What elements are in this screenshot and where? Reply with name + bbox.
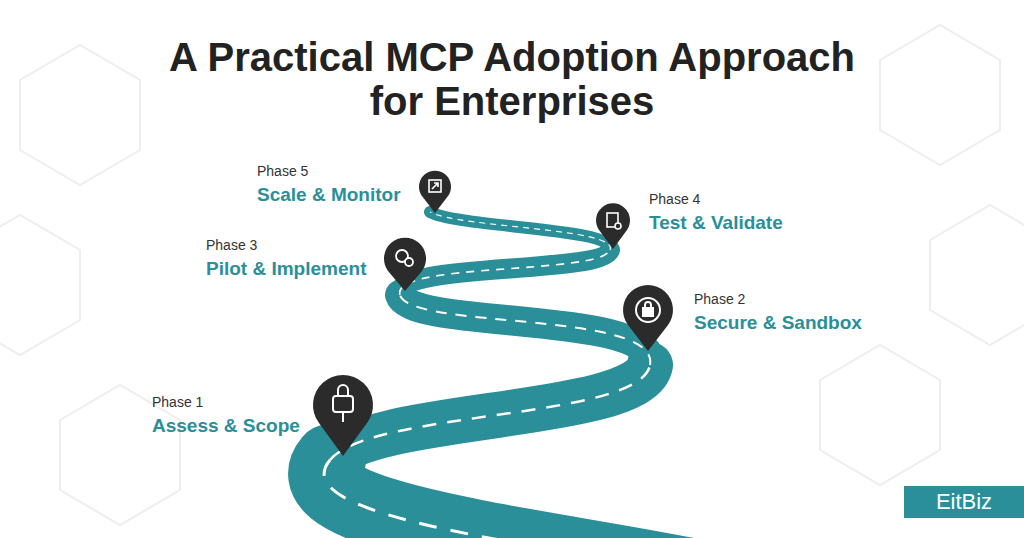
icon-shape — [643, 308, 653, 316]
road-dashes — [324, 212, 720, 538]
icon-shape — [342, 412, 344, 422]
road-segment — [430, 212, 610, 250]
hexagon-pattern — [0, 25, 1024, 525]
lane-marking — [400, 250, 610, 295]
map-pin — [596, 203, 630, 249]
hexagon — [0, 215, 80, 355]
map-pin — [623, 285, 673, 351]
map-pin — [313, 375, 373, 456]
hexagon — [20, 45, 140, 185]
icon-shape — [429, 180, 441, 192]
map-pins — [313, 171, 673, 456]
icon-shape — [338, 385, 348, 396]
phase-number: Phase 3 — [206, 237, 366, 253]
icon-shape — [333, 396, 353, 412]
phase-marker: Phase 5 Scale & Monitor — [257, 163, 401, 206]
map-pin — [419, 171, 451, 213]
pin-icon — [333, 385, 353, 422]
phase-title: Assess & Scope — [152, 415, 300, 437]
lane-marking — [400, 295, 650, 365]
lane-marking — [430, 212, 610, 250]
road — [324, 212, 720, 538]
icon-shape — [615, 223, 621, 229]
lane-marking — [324, 460, 720, 538]
lane-marking — [330, 365, 650, 460]
icon-shape — [405, 258, 413, 266]
icon-shape — [432, 183, 438, 189]
road-segment — [400, 295, 650, 365]
pin-icon — [396, 250, 413, 266]
hexagon — [930, 205, 1024, 345]
brand-badge: EitBiz — [904, 486, 1024, 518]
phase-number: Phase 1 — [152, 394, 300, 410]
road-segment — [330, 365, 650, 460]
icon-shape — [645, 302, 651, 308]
brand-name: EitBiz — [936, 489, 992, 515]
map-pin — [384, 238, 426, 291]
road-segment — [324, 460, 720, 538]
phase-marker: Phase 4 Test & Validate — [649, 191, 783, 234]
phase-marker: Phase 2 Secure & Sandbox — [694, 291, 862, 334]
pin-icon — [429, 180, 441, 192]
hexagon — [820, 345, 940, 485]
road-segment — [400, 250, 610, 295]
phase-marker: Phase 3 Pilot & Implement — [206, 237, 366, 280]
phase-title: Test & Validate — [649, 212, 783, 234]
phase-number: Phase 5 — [257, 163, 401, 179]
pin-icon — [636, 298, 660, 322]
phase-title: Scale & Monitor — [257, 184, 401, 206]
phase-title: Pilot & Implement — [206, 258, 366, 280]
phase-marker: Phase 1 Assess & Scope — [152, 394, 300, 437]
icon-shape — [636, 298, 660, 322]
phase-title: Secure & Sandbox — [694, 312, 862, 334]
phase-number: Phase 2 — [694, 291, 862, 307]
pin-icon — [607, 213, 621, 229]
hexagon — [880, 25, 1000, 165]
diagram-title: A Practical MCP Adoption Approach for En… — [152, 35, 872, 123]
phase-number: Phase 4 — [649, 191, 783, 207]
